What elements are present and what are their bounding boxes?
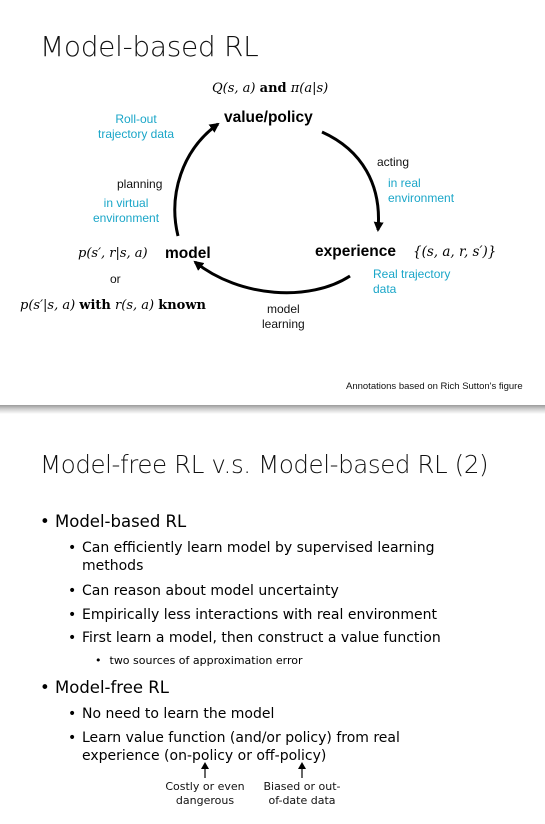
credit-note: Annotations based on Rich Sutton's figur… [346,381,523,392]
model-free-item: •No need to learn the model [68,706,275,722]
arc-acting [321,130,384,232]
slide-model-free-vs-model-based: Model-free RL v.s. Model-based RL (2) Mo… [0,414,545,824]
model-based-item: •Can reason about model uncertainty [68,583,339,599]
node-value-policy: value/policy [224,109,313,126]
label-acting: acting [377,155,410,169]
model-based-item: •Can efficiently learn model by supervis… [68,540,435,574]
model-free-item: •Learn value function (and/or policy) fr… [68,730,400,764]
model-based-subitem: •two sources of approximation error [95,654,303,667]
cycle-diagram [173,122,384,295]
arc-model-learning [193,260,351,295]
model-based-item: •First learn a model, then construct a v… [68,630,441,646]
bullet-model-free: Model-free RL [40,678,169,697]
annotation-virtual-env: in virtual environment [93,196,160,225]
label-planning: planning [117,177,163,191]
label-model-learning: model learning [262,302,305,331]
model-formula-joint: p(s′, r|s, a) [78,246,148,261]
note-biased: Biased or out- of-date data [263,780,341,807]
slide2-title: Model-free RL v.s. Model-based RL (2) [40,450,489,479]
annotation-rollout: Roll-out trajectory data [98,112,175,141]
slide1-title: Model-based RL [40,30,259,63]
experience-formula: {(s, a, r, s′)} [413,244,497,260]
annotation-real-trajectory: Real trajectory data [373,267,451,296]
model-formula-transition: p(s′|s, a) with r(s, a) known [20,298,206,313]
node-experience: experience [315,243,396,260]
note-arrows [201,762,306,778]
arc-planning [173,122,220,237]
or-label: or [110,272,121,286]
slide-model-based-rl: Model-based RL Q(s, a) and π(a|s) value/… [0,0,545,406]
annotation-real-env: in real environment [388,176,455,205]
note-costly: Costly or even dangerous [165,780,245,807]
model-based-item: •Empirically less interactions with real… [68,607,437,623]
value-formula: Q(s, a) and π(a|s) [212,81,329,96]
bullet-model-based: Model-based RL [40,512,186,531]
slide-divider [0,405,545,414]
node-model: model [165,245,211,262]
